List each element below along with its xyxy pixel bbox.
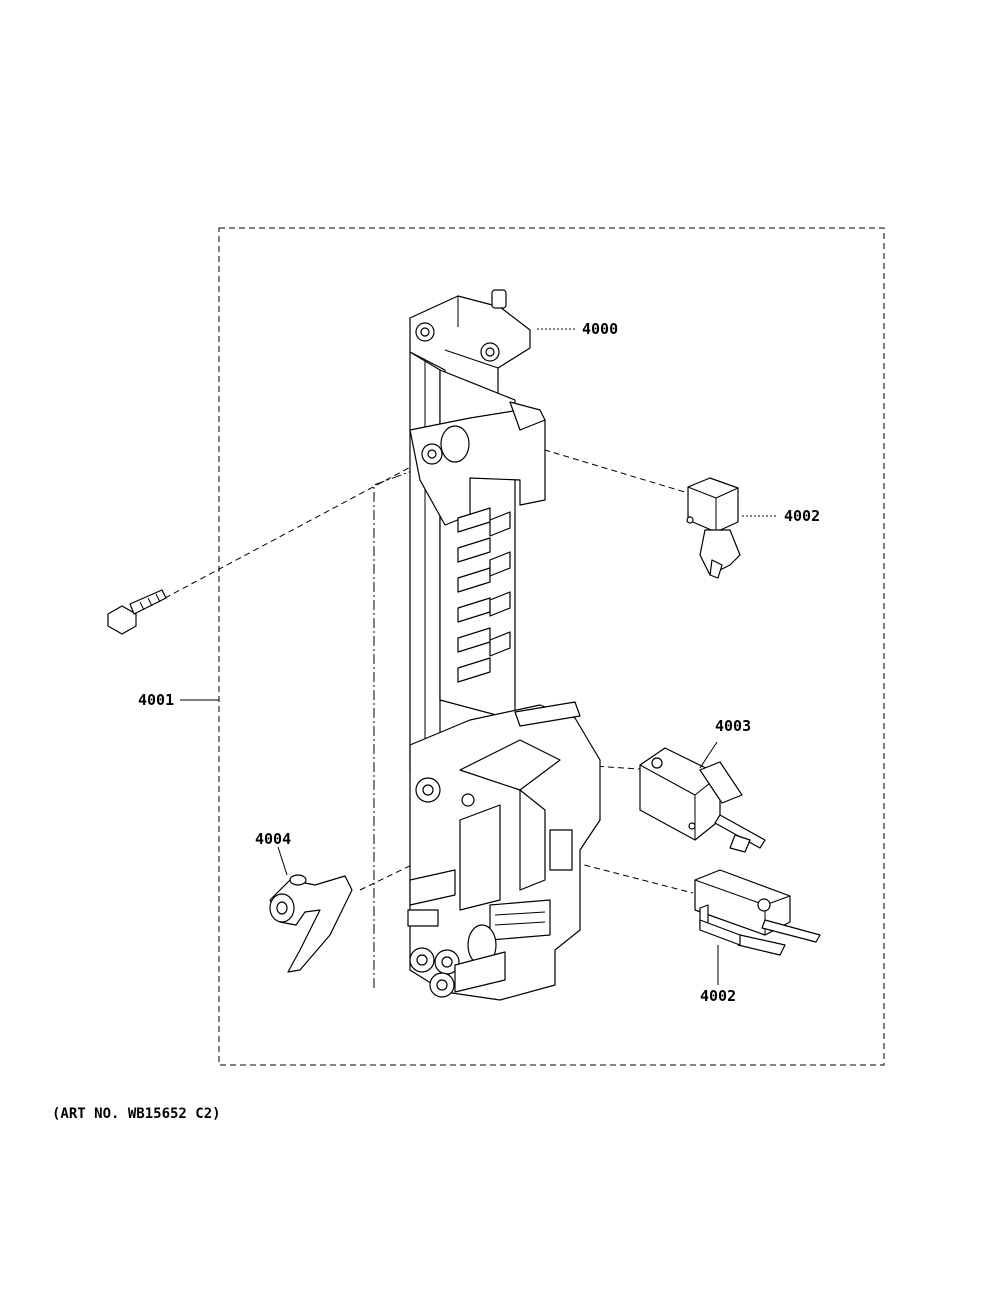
callout-switch-upper: 4002	[784, 507, 821, 525]
microswitch-icon	[639, 747, 766, 853]
callout-bracket: 4000	[582, 320, 619, 338]
screw-icon	[107, 589, 167, 635]
callout-switch-middle: 4003	[715, 717, 752, 735]
assembly-boundary	[218, 227, 885, 1066]
leader-lines	[180, 328, 778, 985]
lever-icon	[269, 874, 353, 973]
bracket-icon	[407, 289, 601, 1001]
art-number: (ART NO. WB15652 C2)	[52, 1106, 221, 1122]
callout-assembly: 4001	[138, 691, 175, 709]
callout-switch-lower: 4002	[700, 987, 737, 1005]
microswitch-icon	[686, 477, 741, 579]
microswitch-icon	[694, 869, 821, 956]
callout-lever: 4004	[255, 830, 292, 848]
